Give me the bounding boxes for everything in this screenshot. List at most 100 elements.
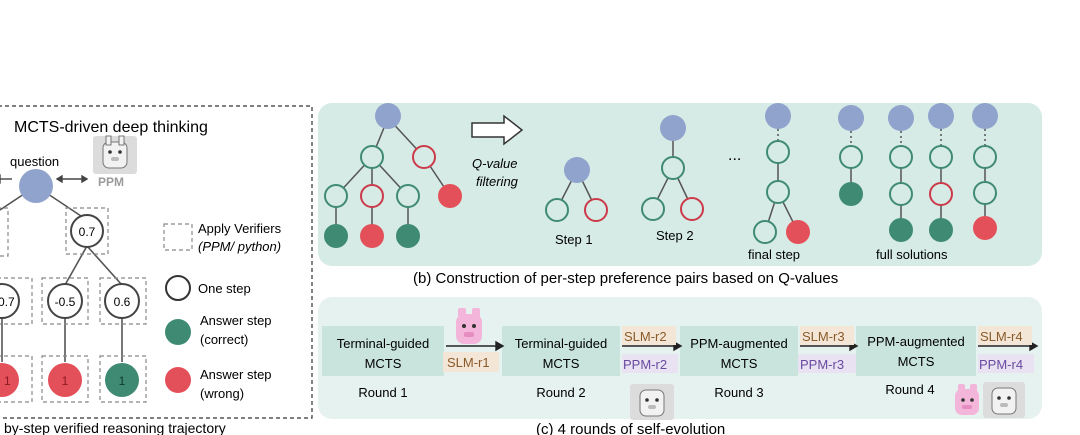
verifier-boxes: [0, 207, 147, 325]
panel-c: Terminal-guided MCTS Round 1 Terminal-gu…: [318, 297, 1042, 435]
panel-a-legend: Apply Verifiers (PPM/ python) One step A…: [163, 221, 282, 401]
question-arrows-icon: [0, 173, 89, 185]
value-node-2-label: 0.7: [0, 295, 15, 309]
b-node-d: [360, 184, 384, 208]
leaf-boxes: [0, 355, 147, 403]
ppm-r3-label: PPM-r3: [800, 357, 844, 372]
legend-verifier-line2: (PPM/ python): [198, 239, 281, 254]
panel-a: MCTS-driven deep thinking question: [0, 105, 313, 435]
step1-label: Step 1: [555, 232, 593, 247]
b-node-g: [324, 224, 348, 248]
filter-label-line2: filtering: [476, 174, 519, 189]
round4-label: Round 4: [885, 382, 934, 397]
ppm-r4-badge: [978, 354, 1034, 373]
slm-r2-badge: [622, 326, 676, 345]
round1-box-line2: MCTS: [365, 356, 402, 371]
legend-wrong-line2: (wrong): [200, 386, 244, 401]
legend-verifier-swatch: [163, 223, 193, 251]
panel-a-border: [0, 105, 313, 419]
slm-llama-icon-2: [955, 384, 979, 415]
value-node-1: [70, 214, 104, 248]
ppm-label: PPM: [98, 175, 124, 189]
leaf-wrong-1: [0, 363, 19, 397]
legend-one-step: One step: [198, 281, 251, 296]
panel-c-caption: (c) 4 rounds of self-evolution: [536, 421, 725, 435]
b-node-i: [396, 224, 420, 248]
round3-box-line2: MCTS: [721, 356, 758, 371]
full-solutions-trees: [838, 103, 998, 242]
legend-correct-line1: Answer step: [200, 313, 272, 328]
round3-box-line1: PPM-augmented: [690, 336, 788, 351]
leaf-wrong-2: [48, 363, 82, 397]
b-node-b: [412, 145, 436, 169]
b-node-c: [324, 184, 348, 208]
slm-r2-label: SLM-r2: [624, 329, 667, 344]
round2-box-line2: MCTS: [543, 356, 580, 371]
question-node: [19, 169, 53, 203]
round-arrows: [446, 340, 1039, 352]
round2-box-line1: Terminal-guided: [515, 336, 608, 351]
leaf-correct: [105, 363, 139, 397]
round1-box: [322, 326, 444, 376]
question-label: question: [10, 154, 59, 169]
ppm-r4-label: PPM-r4: [979, 357, 1023, 372]
round2-label: Round 2: [536, 385, 585, 400]
panel-a-caption: by-step verified reasoning trajectory: [4, 420, 226, 435]
round3-box: [680, 326, 798, 376]
round1-box-line1: Terminal-guided: [337, 336, 430, 351]
round2-box: [502, 326, 620, 376]
value-node-3: [47, 283, 83, 319]
legend-wrong-swatch: [165, 367, 191, 393]
leaf-wrong-2-label: 1: [62, 374, 69, 388]
filter-arrow-icon: [471, 114, 524, 146]
b-node-e: [396, 184, 420, 208]
round1-label: Round 1: [358, 385, 407, 400]
ellipsis: ...: [728, 147, 741, 164]
legend-correct-swatch: [165, 319, 191, 345]
panel-b: Q-value filtering Step 1 Step 2 ...: [318, 103, 1042, 287]
b-node-a: [360, 145, 384, 169]
ppm-llama-icon-3: [983, 382, 1025, 418]
legend-correct-line2: (correct): [200, 332, 248, 347]
full-solutions-label: full solutions: [876, 247, 948, 262]
ppm-r3-badge: [798, 354, 856, 373]
legend-verifier-line1: Apply Verifiers: [198, 221, 282, 236]
round4-box-line1: PPM-augmented: [867, 334, 965, 349]
step1-tree: [545, 157, 608, 222]
round3-label: Round 3: [714, 385, 763, 400]
ppm-r2-label: PPM-r2: [623, 357, 667, 372]
slm-r4-label: SLM-r4: [980, 329, 1023, 344]
panel-b-background: [318, 103, 1042, 266]
panel-a-title: MCTS-driven deep thinking: [14, 119, 208, 136]
value-node-2: [0, 283, 20, 319]
value-node-4: [104, 283, 140, 319]
value-node-1-label: 0.7: [79, 225, 96, 239]
leaf-correct-label: 1: [119, 374, 126, 388]
panel-b-caption: (b) Construction of per-step preference …: [413, 270, 838, 287]
ppm-llama-icon-2: [630, 384, 674, 420]
value-node-3-label: -0.5: [55, 295, 76, 309]
legend-wrong-line1: Answer step: [200, 367, 272, 382]
ppm-llama-icon: [93, 135, 137, 174]
step2-tree: [641, 115, 704, 221]
legend-one-step-swatch: [165, 275, 191, 301]
slm-llama-icon-1: [456, 308, 482, 344]
step2-label: Step 2: [656, 228, 694, 243]
slm-r4-badge: [978, 326, 1032, 345]
b-node-h: [360, 224, 384, 248]
panel-a-edges: [0, 185, 123, 362]
slm-r3-badge: [800, 326, 854, 345]
slm-r1-badge: [443, 352, 499, 372]
b-node-f: [438, 184, 462, 208]
round4-box-line2: MCTS: [898, 354, 935, 369]
filter-label-line1: Q-value: [472, 156, 518, 171]
final-step-tree: [753, 103, 810, 244]
b-root-node: [375, 103, 401, 129]
slm-r3-label: SLM-r3: [802, 329, 845, 344]
round4-box: [856, 326, 976, 376]
ppm-r2-badge: [622, 354, 678, 373]
leaf-wrong-1-label: 1: [4, 374, 11, 388]
final-step-label: final step: [748, 247, 800, 262]
slm-r1-label: SLM-r1: [447, 355, 490, 370]
